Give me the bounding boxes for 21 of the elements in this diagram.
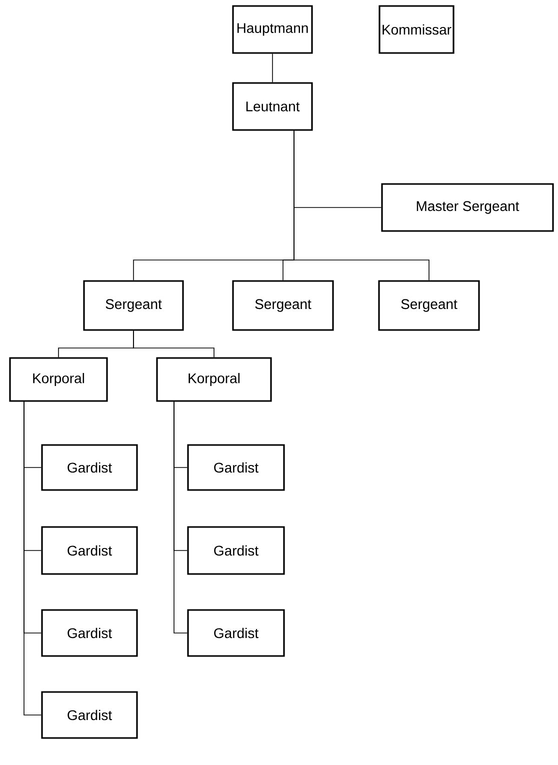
connector-line — [133, 330, 214, 358]
connector-line — [24, 401, 42, 716]
connector-line — [272, 53, 273, 83]
connector-line — [174, 401, 188, 634]
rank-box: Kommissar — [378, 5, 454, 54]
connector-line — [294, 130, 430, 281]
rank-box: Gardist — [41, 444, 138, 491]
rank-box: Sergeant — [232, 280, 334, 331]
rank-box: Gardist — [41, 609, 138, 657]
rank-box: Gardist — [41, 691, 138, 739]
rank-box: Gardist — [187, 609, 285, 657]
rank-box: Korporal — [9, 357, 108, 402]
rank-box: Leutnant — [232, 82, 313, 131]
rank-box: Gardist — [187, 526, 285, 575]
rank-box: Sergeant — [378, 280, 480, 331]
rank-box: Gardist — [41, 526, 138, 575]
rank-box: Gardist — [187, 444, 285, 491]
rank-box: Sergeant — [83, 280, 184, 331]
rank-box: Master Sergeant — [381, 183, 554, 232]
rank-box: Hauptmann — [232, 5, 313, 54]
rank-box: Korporal — [156, 357, 272, 402]
